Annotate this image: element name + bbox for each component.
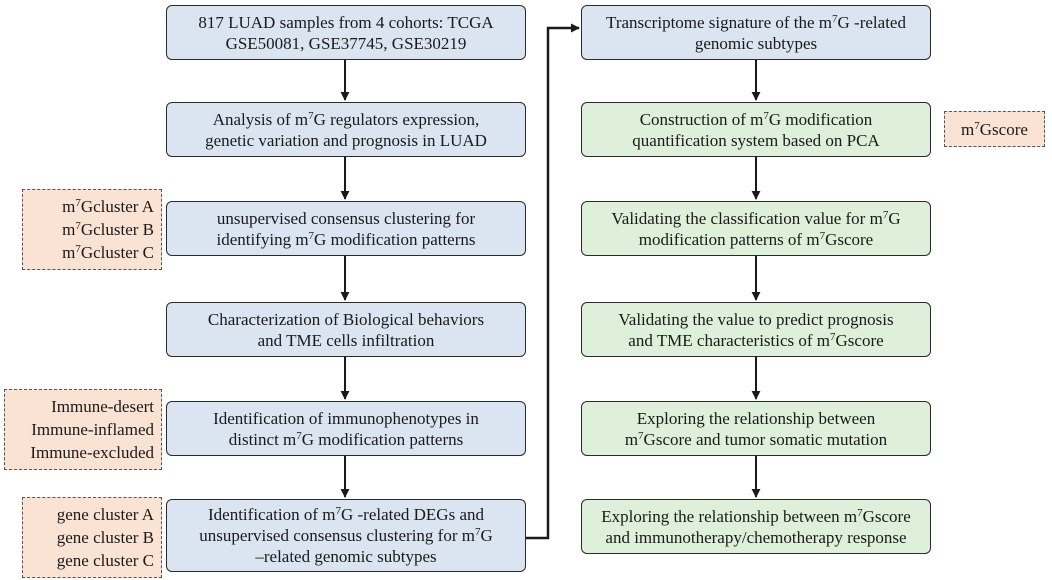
text-line: gene cluster A: [56, 505, 154, 524]
text-line: Identification of immunophenotypes in: [213, 408, 479, 428]
text-line: unsupervised consensus clustering for m7…: [199, 526, 493, 545]
text-line: 817 LUAD samples from 4 cohorts: TCGA: [198, 12, 494, 32]
text-line: gene cluster B: [56, 528, 154, 547]
step-prognosis-validation: Validating the value to predict prognosi…: [581, 302, 931, 357]
text-line: identifying m7G modification patterns: [216, 229, 476, 249]
text-line: Analysis of m7G regulators expression,: [212, 109, 480, 129]
text-line: modification patterns of m7Gscore: [638, 229, 874, 249]
text-line: Exploring the relationship between m7Gsc…: [601, 506, 911, 526]
text-line: genetic variation and prognosis in LUAD: [205, 130, 487, 150]
text-line: unsupervised consensus clustering for: [216, 208, 476, 228]
text-line: and TME characteristics of m7Gscore: [628, 330, 884, 350]
text-line: distinct m7G modification patterns: [228, 429, 464, 449]
note-m7gscore: m7Gscore: [944, 111, 1045, 147]
text-line: Characterization of Biological behaviors: [207, 309, 485, 329]
step-biological-behaviors: Characterization of Biological behaviors…: [166, 302, 526, 357]
step-degs-genomic-subtypes: Identification of m7G -related DEGs and u…: [166, 499, 526, 572]
text-line: gene cluster C: [56, 551, 154, 570]
text-line: genomic subtypes: [694, 33, 818, 53]
note-m7gclusters: m7Gcluster A m7Gcluster B m7Gcluster C: [22, 189, 162, 270]
text-line: –related genomic subtypes: [255, 547, 437, 566]
note-gene-clusters: gene cluster A gene cluster B gene cluster…: [22, 497, 162, 578]
text-line: Construction of m7G modification: [639, 109, 873, 129]
text-line: m7Gcluster A: [62, 197, 154, 216]
step-classification-validation: Validating the classification value for …: [581, 201, 931, 256]
text-line: m7Gscore: [961, 119, 1028, 139]
text-line: Immune-desert: [51, 397, 154, 416]
text-line: and TME cells infiltration: [257, 330, 435, 350]
text-line: GSE50081, GSE37745, GSE30219: [225, 33, 467, 53]
step-transcriptome-signature: Transcriptome signature of the m7G -rela…: [581, 5, 931, 60]
text-line: m7Gcluster C: [62, 243, 154, 262]
text-line: Immune-excluded: [30, 443, 154, 462]
text-line: Validating the classification value for …: [611, 208, 901, 228]
step-therapy-response: Exploring the relationship between m7Gsc…: [581, 499, 931, 554]
text-line: m7Gscore and tumor somatic mutation: [624, 429, 888, 449]
text-line: Identification of m7G -related DEGs and: [208, 505, 484, 524]
text-line: and immunotherapy/chemotherapy response: [605, 527, 907, 547]
text-line: Immune-inflamed: [31, 420, 154, 439]
arrow-cross-column: [526, 23, 580, 540]
text-line: Exploring the relationship between: [636, 408, 876, 428]
step-regulator-analysis: Analysis of m7G regulators expression,ge…: [166, 102, 526, 157]
text-line: m7Gcluster B: [62, 220, 154, 239]
text-line: Validating the value to predict prognosi…: [618, 309, 894, 329]
text-line: quantification system based on PCA: [632, 130, 880, 150]
text-line: Transcriptome signature of the m7G -rela…: [606, 12, 906, 32]
